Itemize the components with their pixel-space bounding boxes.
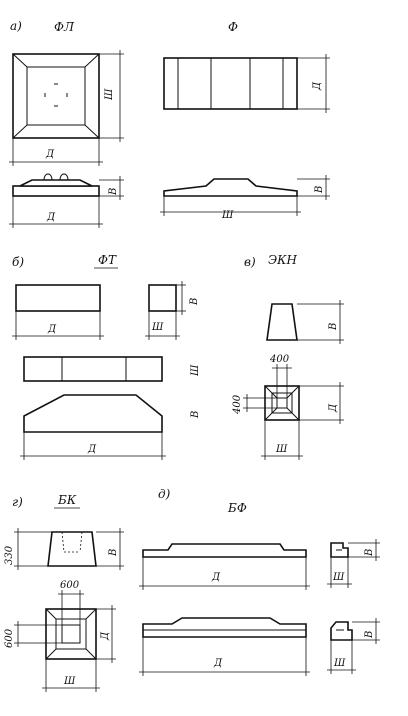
bf-elevation-top [142,543,307,558]
bf-top-length-label: Д [211,572,221,583]
section-g-letter: г) [12,495,23,509]
ekn-elevation [266,303,298,341]
ekn-400-top-label: 400 [269,354,290,365]
bk-plan-dims [14,590,116,692]
fl-width-label: Ш [104,88,115,101]
f-width-label: Ш [221,210,234,221]
bk-330-label: 330 [4,545,15,565]
ft-end-view [148,284,177,312]
bk-600-side-label: 600 [4,628,15,648]
bf-section-top-dims [327,539,380,588]
ft-length-label: Д [47,324,57,335]
bf-bottom-width-label: Ш [333,658,346,669]
ft-height-label: В [189,298,200,306]
ft-side-dims [20,432,166,460]
bk-600-top-label: 600 [60,580,80,591]
bk-width-label: Ш [63,676,76,687]
ft-side-length-label: Д [87,444,97,455]
ft-plan-view [23,356,163,382]
ekn-plan-view [264,385,300,421]
f-side-view [163,178,298,197]
section-a-title-fl: ФЛ [54,20,75,34]
fl-height-label: В [108,188,119,196]
fl-side-dims [9,176,124,228]
f-height-label: В [314,186,325,194]
f-plan-view [163,57,298,110]
ekn-width-label: Ш [275,444,288,455]
f-length-label: Д [312,81,323,91]
bf-elevation-bottom-dims [139,637,310,676]
section-v-title: ЭКН [268,253,297,267]
bf-elevation-top-dims [139,557,310,590]
section-v-letter: в) [244,255,256,269]
bf-section-bottom [330,621,353,641]
bf-section-top [330,542,349,558]
fl-side-length-label: Д [46,212,56,223]
bf-top-width-label: Ш [332,572,345,583]
ft-elevation [15,284,101,312]
ft-plan-width-label: Ш [190,364,201,377]
ekn-length-label: Д [328,403,339,413]
section-a-title-f: Ф [228,20,238,34]
bf-section-bottom-dims [327,618,380,674]
section-b-title: ФТ [98,253,117,267]
bf-top-height-label: В [364,549,375,557]
ft-side-height-label: В [190,411,201,419]
section-d-letter: д) [158,487,171,501]
bk-length-label: Д [100,631,111,641]
ft-side-view [23,394,163,433]
bk-height-label: В [108,549,119,557]
bk-plan-view [45,608,97,660]
bf-bottom-height-label: В [364,631,375,639]
section-d-title: БФ [227,501,247,515]
f-side-dims [160,175,330,216]
ekn-height-label: В [328,323,339,331]
bf-elevation-bottom [142,617,307,638]
section-g-title: БК [57,493,77,507]
fl-side-view [12,173,100,197]
fl-plan-view [12,53,100,139]
section-b-letter: б) [12,255,24,269]
bf-bottom-length-label: Д [213,658,223,669]
ekn-elevation-dims [297,300,344,344]
ft-elevation-dims [12,311,104,340]
ft-width-label: Ш [151,322,164,333]
bk-elevation-dims [14,528,124,570]
ft-end-dims [145,281,186,340]
ekn-400-side-label: 400 [232,394,243,415]
fl-length-label: Д [45,149,55,160]
bk-elevation [47,531,97,567]
fl-plan-dims [9,50,124,166]
section-a-letter: а) [10,19,22,33]
ekn-plan-dims [243,364,344,460]
f-plan-dims [297,54,330,113]
